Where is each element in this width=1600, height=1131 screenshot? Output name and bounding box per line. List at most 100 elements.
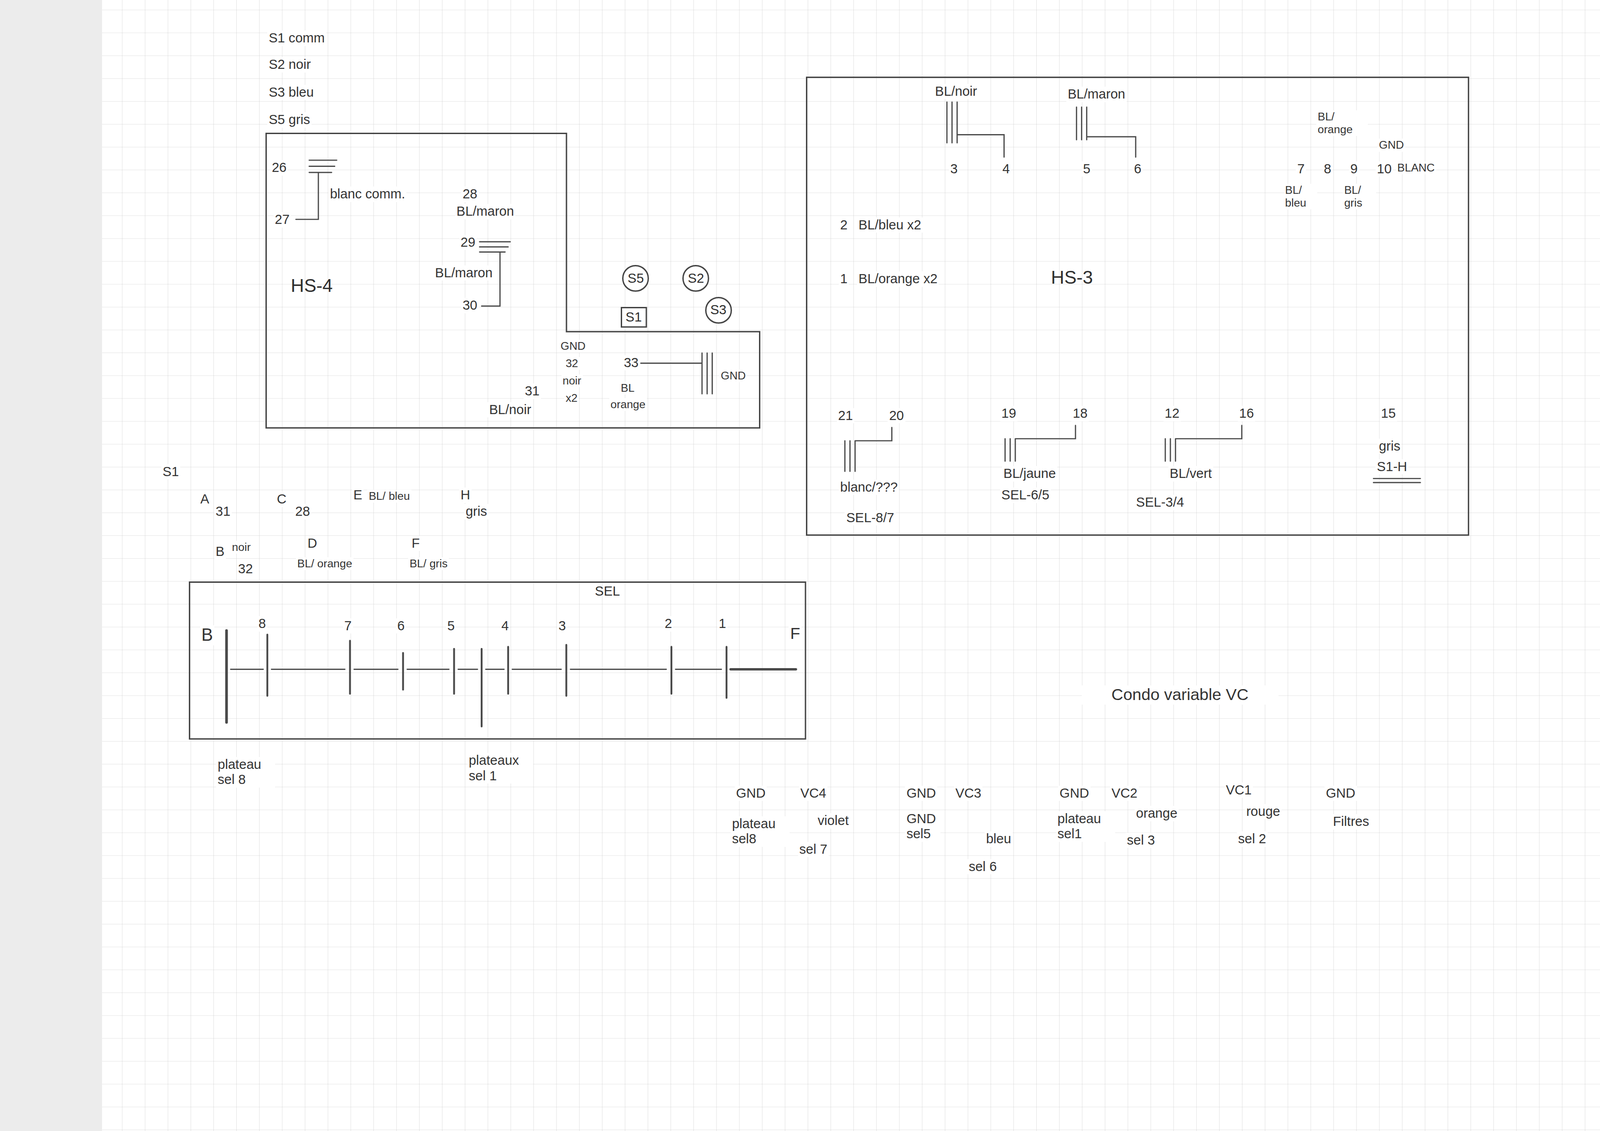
wire-note: bleu bbox=[984, 831, 1013, 847]
terminal-circle: S5 bbox=[622, 264, 650, 292]
wire-33-gnd bbox=[640, 353, 713, 394]
wire-note: blanc comm. bbox=[328, 186, 407, 202]
wire-note: A bbox=[198, 491, 211, 507]
box-outline bbox=[189, 582, 806, 740]
selector-box: SEL bbox=[188, 581, 807, 740]
wire-note: plateau sel1 bbox=[1056, 811, 1116, 842]
pin-number: 33 bbox=[622, 355, 640, 371]
wire-12-16 bbox=[1165, 425, 1242, 462]
box-outline bbox=[621, 307, 647, 328]
wire-note: S2 noir bbox=[267, 57, 312, 73]
wire-note: orange bbox=[1134, 805, 1180, 821]
node-label: HS-4 bbox=[290, 275, 333, 297]
node-label: S5 bbox=[627, 270, 645, 286]
terminal-circle: S3 bbox=[705, 296, 733, 324]
wire-note: BL/ bleu bbox=[367, 489, 411, 503]
wire-note: BL/ gris bbox=[1342, 183, 1377, 210]
circle-outline bbox=[683, 265, 709, 292]
wire-note: F bbox=[788, 624, 802, 644]
wire-note: GND bbox=[1058, 785, 1091, 801]
pin-number: 6 bbox=[395, 618, 406, 634]
node-outline bbox=[188, 581, 807, 740]
pin-number: 28 bbox=[461, 186, 479, 202]
pin-number: 9 bbox=[1349, 161, 1360, 177]
pin-number: 20 bbox=[887, 408, 905, 424]
pin-number: 8 bbox=[1322, 161, 1333, 177]
wire-note: E bbox=[352, 487, 364, 503]
wire-note: BL/vert bbox=[1168, 466, 1214, 482]
wire-note: BL/maron bbox=[1066, 86, 1127, 102]
pin-number: 5 bbox=[446, 618, 457, 634]
wire-note: SEL-8/7 bbox=[844, 510, 896, 526]
pin-number: 4 bbox=[499, 618, 510, 634]
wire-note: sel 7 bbox=[798, 841, 829, 858]
pin-number: 8 bbox=[257, 616, 268, 632]
pin-number: 31 bbox=[523, 383, 541, 399]
circle-outline bbox=[705, 297, 732, 323]
wire-note: BLANC bbox=[1396, 161, 1437, 175]
pin-number: 6 bbox=[1132, 161, 1143, 177]
wire-note: orange bbox=[609, 398, 648, 411]
wire-note: BL/maron bbox=[455, 203, 516, 219]
wire-note: BL/ orange bbox=[1316, 110, 1368, 137]
wire-note: VC2 bbox=[1110, 785, 1139, 801]
wire-note: D bbox=[306, 535, 319, 551]
wire-note: GND bbox=[734, 785, 768, 801]
node-label: SEL bbox=[594, 583, 620, 599]
node-label: S3 bbox=[710, 302, 727, 318]
wire-note: BL/bleu x2 bbox=[857, 217, 923, 233]
wire-note: GND bbox=[1377, 138, 1406, 152]
wire-note: gris bbox=[464, 503, 489, 520]
pin-number: 2 bbox=[838, 217, 849, 233]
wire-21-20 bbox=[844, 427, 892, 472]
wire-note: sel 2 bbox=[1236, 831, 1268, 847]
wire-note: BL/noir bbox=[487, 402, 533, 418]
pin-number: 7 bbox=[1295, 161, 1306, 177]
wire-note: noir bbox=[561, 374, 583, 388]
wire-note: BL/noir bbox=[933, 83, 979, 99]
wire-note: VC4 bbox=[799, 785, 828, 801]
pin-number: 4 bbox=[1001, 161, 1012, 177]
wire-note: B bbox=[200, 625, 215, 646]
wire-3-4 bbox=[946, 102, 1004, 158]
wire-note: VC3 bbox=[954, 785, 983, 801]
wire-note: rouge bbox=[1244, 804, 1282, 820]
pin-number: 30 bbox=[461, 297, 479, 313]
wire-note: GND bbox=[719, 369, 748, 383]
terminal-circle: S2 bbox=[682, 264, 710, 292]
wire-note: S1 bbox=[161, 464, 181, 480]
wire-note: S1 comm bbox=[267, 30, 327, 46]
wire-note: gris bbox=[1377, 438, 1402, 454]
wire-note: Filtres bbox=[1331, 814, 1371, 830]
wire-note: BL/ gris bbox=[408, 557, 449, 571]
wire-note: S3 bleu bbox=[267, 84, 316, 100]
wire-19-18 bbox=[1005, 425, 1076, 462]
wire-note: GND bbox=[1324, 785, 1357, 801]
pin-number: 5 bbox=[1081, 161, 1092, 177]
wire-note: violet bbox=[816, 813, 851, 829]
wire-note: SEL-3/4 bbox=[1134, 494, 1186, 510]
pin-number: 3 bbox=[557, 618, 568, 634]
wire-note: GND bbox=[559, 339, 588, 353]
pin-number: 1 bbox=[838, 271, 849, 287]
wire-note: x2 bbox=[564, 391, 579, 405]
scan-shadow bbox=[0, 0, 103, 1131]
pin-number: 31 bbox=[214, 503, 232, 520]
pin-number: 28 bbox=[293, 503, 312, 520]
pin-number: 15 bbox=[1379, 405, 1398, 421]
pin-number: 26 bbox=[270, 160, 288, 176]
wire-note: BL/orange x2 bbox=[857, 271, 939, 287]
wire-note: VC1 bbox=[1224, 782, 1254, 798]
pin-number: 32 bbox=[564, 357, 580, 370]
wire-note: S5 gris bbox=[267, 112, 312, 128]
terminal-box: S1 bbox=[620, 306, 648, 328]
node-label: S2 bbox=[687, 270, 705, 286]
grid bbox=[102, 0, 1600, 1131]
wire-note: Condo variable VC bbox=[1081, 685, 1279, 705]
pin-number: 12 bbox=[1163, 405, 1181, 421]
box-outline bbox=[806, 77, 1469, 536]
underline bbox=[1373, 478, 1421, 483]
wire-note: S1-H bbox=[1375, 459, 1409, 475]
pin-number: 32 bbox=[236, 561, 255, 577]
